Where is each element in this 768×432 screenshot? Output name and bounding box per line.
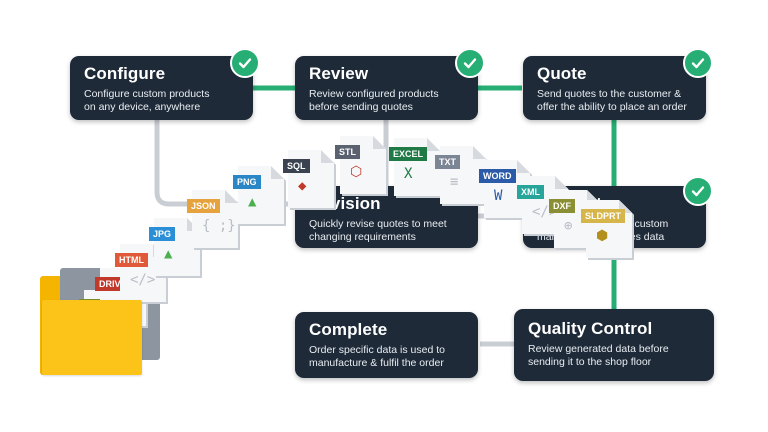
stage-complete-title: Complete xyxy=(309,320,388,339)
check-icon xyxy=(230,48,260,78)
stage-quality-control: Quality Control Review generated data be… xyxy=(514,309,714,381)
folder-front xyxy=(42,300,142,375)
stage-quote-title: Quote xyxy=(537,64,587,83)
stage-configure-title: Configure xyxy=(84,64,166,83)
file-doc-sldprt: ⬢ SLDPRT xyxy=(581,200,634,260)
file-doc-stl: ⬡ STL xyxy=(335,136,388,196)
json-icon: { ;} xyxy=(202,218,236,234)
text-icon: ≡ xyxy=(450,174,459,190)
file-doc-png: ▲ PNG xyxy=(233,166,286,226)
stage-configure: Configure Configure custom products on a… xyxy=(70,56,253,120)
stage-complete: Complete Order specific data is used to … xyxy=(295,312,478,378)
doc-fold xyxy=(517,160,530,173)
file-type-label: WORD xyxy=(479,169,516,183)
doc-fold xyxy=(427,138,440,151)
file-doc-json: { ;} JSON xyxy=(187,190,240,250)
database-icon: ◆ xyxy=(298,178,307,194)
stage-review-desc: Review configured products before sendin… xyxy=(309,88,439,113)
excel-icon: X xyxy=(404,166,413,182)
file-type-label: HTML xyxy=(115,253,148,267)
image-icon: ▲ xyxy=(164,246,173,262)
file-type-label: STL xyxy=(335,145,360,159)
doc-fold xyxy=(225,190,238,203)
doc-fold xyxy=(473,146,486,159)
stage-complete-desc: Order specific data is used to manufactu… xyxy=(309,344,445,369)
file-type-label: JSON xyxy=(187,199,220,213)
file-type-label: SLDPRT xyxy=(581,209,625,223)
check-icon xyxy=(455,48,485,78)
dxf-icon: ⊕ xyxy=(564,218,573,234)
file-type-label: XML xyxy=(517,185,544,199)
cube-icon: ⬡ xyxy=(350,164,363,180)
file-type-label: EXCEL xyxy=(389,147,428,161)
stage-quality-title: Quality Control xyxy=(528,319,653,338)
html-icon: </> xyxy=(130,272,156,288)
stage-quote-desc: Send quotes to the customer & offer the … xyxy=(537,88,687,113)
stage-review: Review Review configured products before… xyxy=(295,56,478,120)
connector-configure-revision xyxy=(154,120,295,207)
doc-fold xyxy=(555,176,568,189)
stage-review-title: Review xyxy=(309,64,369,83)
stage-quality-desc: Review generated data before sending it … xyxy=(528,343,669,368)
file-type-label: DXF xyxy=(549,199,575,213)
file-doc-sql: ◆ SQL xyxy=(283,150,336,210)
stage-revision-desc: Quickly revise quotes to meet changing r… xyxy=(309,218,447,243)
check-icon xyxy=(683,48,713,78)
image-icon: ▲ xyxy=(248,194,257,210)
file-type-label: SQL xyxy=(283,159,310,173)
file-type-label: JPG xyxy=(149,227,176,241)
file-type-label: PNG xyxy=(233,175,261,189)
stage-configure-desc: Configure custom products on any device,… xyxy=(84,88,210,113)
doc-fold xyxy=(321,150,334,163)
word-icon: W xyxy=(494,188,503,204)
solidworks-icon: ⬢ xyxy=(596,228,609,244)
stage-quote: Quote Send quotes to the customer & offe… xyxy=(523,56,706,120)
file-doc-excel: X EXCEL xyxy=(389,138,442,198)
file-type-label: TXT xyxy=(435,155,460,169)
doc-fold xyxy=(373,136,386,149)
check-icon xyxy=(683,176,713,206)
